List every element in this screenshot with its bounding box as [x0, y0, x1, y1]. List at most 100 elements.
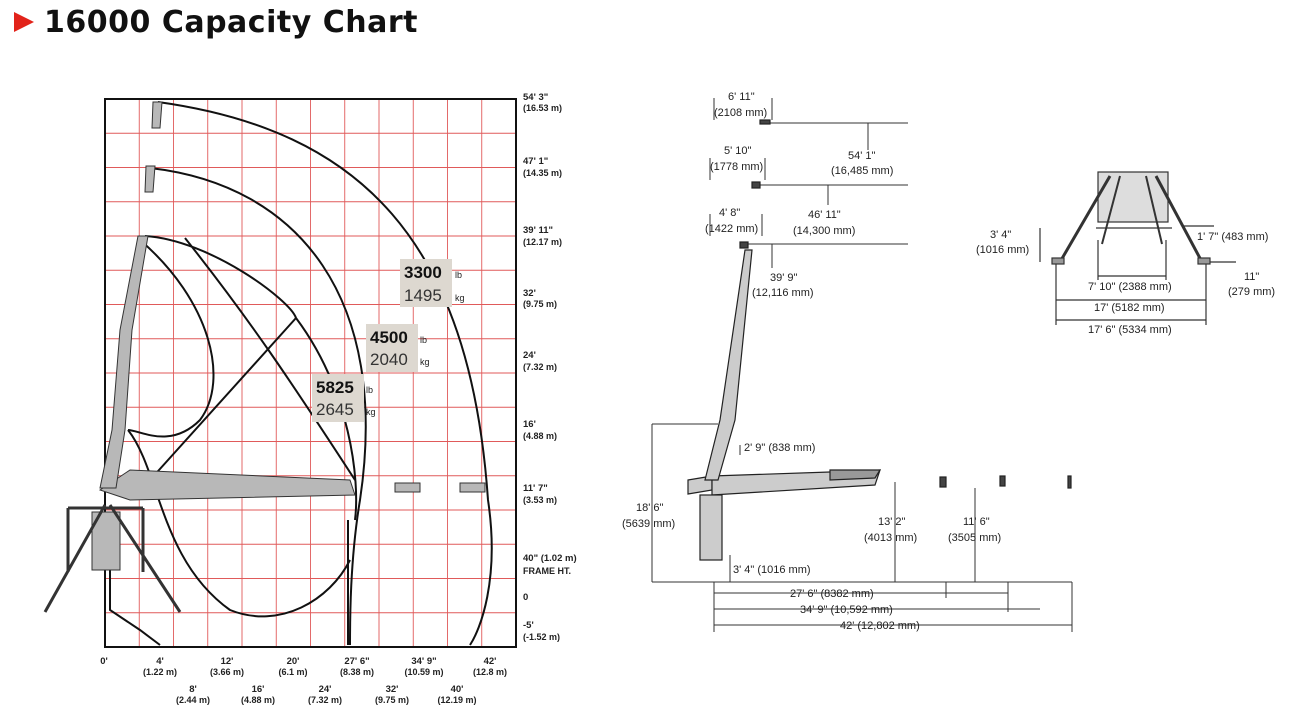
- right-tick-label: 11' 7": [523, 483, 548, 494]
- dim-text: 18' 6": [636, 502, 664, 514]
- right-tick-metric: (4.88 m): [523, 431, 557, 441]
- bottom-tick-metric: (12.19 m): [437, 695, 476, 705]
- dim-text: 46' 11": [808, 209, 841, 221]
- right-tick-metric: (14.35 m): [523, 168, 562, 178]
- load-2-kg-unit: kg: [420, 357, 430, 367]
- bottom-tick-metric: (10.59 m): [404, 667, 443, 677]
- front-view-dims: 3' 4" (1016 mm) 1' 7" (483 mm) 11" (279 …: [976, 229, 1275, 336]
- right-tick-label: 32': [523, 288, 536, 299]
- dim-text: 5' 10": [724, 145, 752, 157]
- dim-text: (279 mm): [1228, 286, 1275, 298]
- right-axis-labels: 54' 3" (16.53 m) 47' 1" (14.35 m) 39' 11…: [523, 92, 577, 642]
- title-arrow-icon: [14, 12, 34, 32]
- right-tick-label: 16': [523, 419, 536, 430]
- right-tick-label: 0: [523, 592, 528, 603]
- bottom-tick-metric: (7.32 m): [308, 695, 342, 705]
- load-3-kg: 2645: [316, 400, 354, 419]
- load-3-kg-unit: kg: [366, 407, 376, 417]
- load-2-kg: 2040: [370, 350, 408, 369]
- bottom-tick-label: 4': [156, 656, 164, 667]
- bottom-tick-label: 0': [100, 656, 108, 667]
- right-tick-label: 47' 1": [523, 156, 548, 167]
- bottom-tick-metric: (3.66 m): [210, 667, 244, 677]
- dim-text: 7' 10" (2388 mm): [1088, 281, 1172, 293]
- dim-text: (12,116 mm): [752, 287, 814, 299]
- dim-text: (4013 mm): [864, 532, 917, 544]
- bottom-tick-label: 24': [319, 684, 332, 695]
- bottom-tick-label: 32': [386, 684, 399, 695]
- right-tick-label: 24': [523, 350, 536, 361]
- bottom-tick-metric: (6.1 m): [278, 667, 307, 677]
- dim-text: 17' (5182 mm): [1094, 302, 1165, 314]
- page-title: 16000 Capacity Chart: [44, 4, 418, 40]
- dim-text: 13' 2": [878, 516, 906, 528]
- bottom-tick-metric: (1.22 m): [143, 667, 177, 677]
- right-tick-metric: (7.32 m): [523, 362, 557, 372]
- dim-text: (1778 mm): [710, 161, 763, 173]
- dim-text: (1016 mm): [976, 244, 1029, 256]
- dim-text: 17' 6" (5334 mm): [1088, 324, 1172, 336]
- front-view-drawing: [1039, 171, 1236, 325]
- bottom-tick-label: 34' 9": [411, 656, 436, 667]
- bottom-tick-metric: (2.44 m): [176, 695, 210, 705]
- title-bar: 16000 Capacity Chart: [14, 2, 418, 42]
- side-view-boom: [687, 119, 1072, 561]
- dim-text: 4' 8": [719, 207, 740, 219]
- capacity-grid: [104, 98, 517, 648]
- bottom-tick-metric: (12.8 m): [473, 667, 507, 677]
- load-1-kg: 1495: [404, 286, 442, 305]
- bottom-tick-label: 42': [484, 656, 497, 667]
- dim-text: (1422 mm): [705, 223, 758, 235]
- bottom-axis-labels: 0' 4' (1.22 m) 12' (3.66 m) 20' (6.1 m) …: [100, 656, 507, 705]
- dim-text: 1' 7" (483 mm): [1197, 231, 1268, 243]
- dim-text: (16,485 mm): [831, 165, 893, 177]
- bottom-tick-label: 12': [221, 656, 234, 667]
- load-1-kg-unit: kg: [455, 293, 465, 303]
- dim-text: 2' 9" (838 mm): [744, 442, 815, 454]
- load-3-lb-unit: lb: [366, 385, 373, 395]
- bottom-tick-metric: (9.75 m): [375, 695, 409, 705]
- crane-outriggers: [43, 504, 182, 613]
- bottom-tick-label: 16': [252, 684, 265, 695]
- dim-text: 6' 11": [728, 91, 755, 103]
- dim-text: 42' (12,802 mm): [840, 620, 920, 632]
- bottom-tick-label: 20': [287, 656, 300, 667]
- dim-text: (5639 mm): [622, 518, 675, 530]
- bottom-tick-metric: (8.38 m): [340, 667, 374, 677]
- side-view-dims: 6' 11" (2108 mm) 5' 10" (1778 mm) 54' 1"…: [622, 91, 1001, 632]
- right-tick-label: -5': [523, 620, 534, 631]
- right-tick-label: 40" (1.02 m): [523, 553, 577, 564]
- dim-text: (3505 mm): [948, 532, 1001, 544]
- bottom-tick-label: 8': [189, 684, 197, 695]
- load-1-lb: 3300: [404, 263, 442, 282]
- right-tick-label: 54' 3": [523, 92, 548, 103]
- right-tick-metric: (9.75 m): [523, 299, 557, 309]
- dim-text: (2108 mm): [714, 107, 767, 119]
- dim-text: 11": [1244, 271, 1259, 283]
- bottom-tick-label: 27' 6": [344, 656, 369, 667]
- right-tick-metric: (12.17 m): [523, 237, 562, 247]
- bottom-tick-metric: (4.88 m): [241, 695, 275, 705]
- right-tick-metric: (16.53 m): [523, 103, 562, 113]
- dim-text: 54' 1": [848, 150, 876, 162]
- side-view-drawing: [651, 98, 1073, 632]
- bottom-tick-label: 40': [451, 684, 464, 695]
- reach-envelopes: [109, 101, 493, 646]
- right-tick-metric: (-1.52 m): [523, 632, 560, 642]
- load-2-lb-unit: lb: [420, 335, 427, 345]
- dim-text: 39' 9": [770, 272, 798, 284]
- load-3-lb: 5825: [316, 378, 354, 397]
- right-tick-label: 39' 11": [523, 225, 553, 236]
- dim-text: 27' 6" (8382 mm): [790, 588, 874, 600]
- right-tick-metric: FRAME HT.: [523, 566, 571, 576]
- load-2-lb: 4500: [370, 328, 408, 347]
- dim-text: 34' 9" (10,592 mm): [800, 604, 893, 616]
- dim-text: 11' 6": [963, 516, 990, 528]
- load-1-lb-unit: lb: [455, 270, 462, 280]
- dim-text: 3' 4": [990, 229, 1011, 241]
- dim-text: 3' 4" (1016 mm): [733, 564, 811, 576]
- right-tick-metric: (3.53 m): [523, 495, 557, 505]
- dim-text: (14,300 mm): [793, 225, 855, 237]
- load-labels: 3300 lb 1495 kg 4500 lb 2040 kg 5825 lb …: [312, 259, 465, 422]
